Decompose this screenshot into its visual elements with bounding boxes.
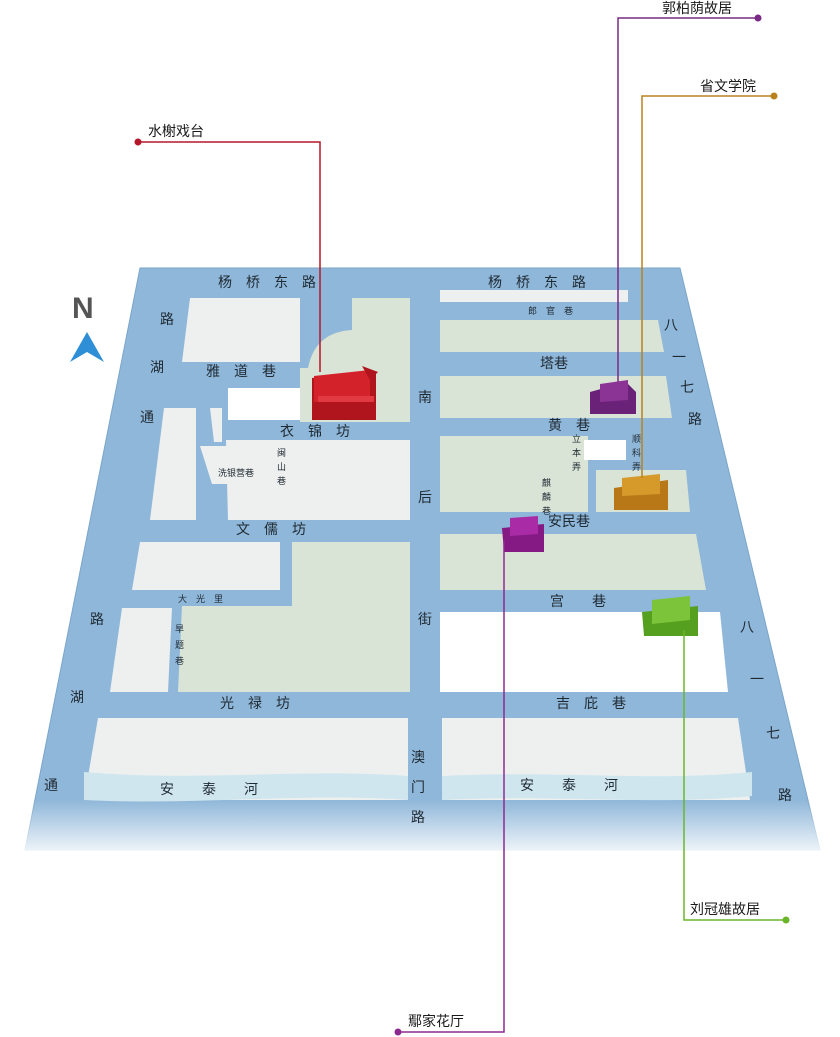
street-gong: 宫 巷 (550, 594, 606, 610)
street-xiyinying: 洗银营巷 (218, 467, 254, 479)
landmark-shuixie-building[interactable] (312, 366, 378, 420)
street-liben: 立 本 弄 (572, 433, 581, 473)
svg-text:湖: 湖 (150, 360, 164, 376)
callouts (134, 14, 790, 1036)
street-guanglu: 光 禄 坊 (220, 696, 290, 712)
street-labels: 杨 桥 东 路 杨 桥 东 路 郎 官 巷 塔巷 黄 巷 雅 道 巷 衣 锦 坊… (44, 275, 792, 826)
street-shunke: 顺 科 弄 (632, 434, 641, 473)
street-anmin: 安民巷 (548, 514, 590, 530)
landmark-guobaiyin-building[interactable] (590, 380, 636, 414)
svg-text:八: 八 (664, 318, 678, 334)
street-langguan: 郎 官 巷 (528, 305, 573, 317)
street-aomenlu: 澳 门 路 (411, 750, 425, 826)
svg-text:旱: 旱 (175, 624, 184, 635)
svg-text:巷: 巷 (277, 476, 286, 487)
svg-text:路: 路 (411, 810, 425, 826)
street-huang: 黄 巷 (548, 417, 590, 434)
svg-text:街: 街 (418, 612, 432, 628)
svg-text:七: 七 (680, 380, 694, 396)
street-jiangtai: 吉 庇 巷 (556, 696, 626, 712)
svg-text:顺: 顺 (632, 434, 641, 445)
compass-label: N (72, 292, 94, 325)
svg-text:闽: 闽 (277, 447, 286, 459)
street-yangqiao-east: 杨 桥 东 路 (488, 275, 586, 291)
label-guobaiyin-guju[interactable]: 郭柏荫故居 (662, 0, 732, 17)
svg-text:巷: 巷 (542, 506, 551, 517)
street-qilin: 麒 麟 巷 (542, 477, 551, 517)
svg-text:本: 本 (572, 447, 581, 459)
svg-text:路: 路 (778, 788, 792, 804)
svg-text:麒: 麒 (542, 477, 551, 489)
svg-text:门: 门 (411, 780, 425, 796)
street-hanti: 旱 题 巷 (175, 624, 184, 667)
svg-text:巷: 巷 (175, 656, 184, 667)
svg-text:路: 路 (90, 612, 104, 628)
street-yijin: 衣 锦 坊 (280, 423, 350, 440)
svg-text:弄: 弄 (632, 462, 641, 473)
street-nanhoujie: 南 后 街 (418, 390, 432, 628)
svg-text:湖: 湖 (70, 690, 84, 706)
svg-text:题: 题 (175, 640, 184, 651)
svg-text:路: 路 (160, 312, 174, 328)
svg-text:八: 八 (740, 620, 754, 636)
svg-text:一: 一 (672, 350, 686, 366)
street-bayiqi-road: 八 一 七 路 八 一 七 路 (664, 318, 792, 804)
svg-text:南: 南 (418, 390, 432, 406)
label-shuixie-xitai[interactable]: 水榭戏台 (148, 124, 204, 140)
north-arrow-icon (70, 332, 104, 362)
label-sheng-wenxueyuan[interactable]: 省文学院 (700, 79, 756, 95)
street-daguangli: 大 光 里 (178, 593, 223, 605)
svg-text:七: 七 (766, 726, 780, 742)
street-wenru: 文 儒 坊 (236, 522, 306, 538)
svg-text:一: 一 (750, 672, 764, 688)
street-minshan: 闽 山 巷 (277, 447, 286, 487)
label-yanjia-huating[interactable]: 鄢家花厅 (408, 1013, 464, 1030)
svg-text:弄: 弄 (572, 462, 581, 473)
landmark-shengwenxueyuan-building[interactable] (614, 474, 668, 510)
street-yadao: 雅 道 巷 (206, 364, 276, 380)
street-yangqiao-west: 杨 桥 东 路 (218, 275, 316, 291)
label-liuguanxiong-guju[interactable]: 刘冠雄故居 (690, 902, 760, 918)
svg-text:路: 路 (688, 412, 702, 428)
street-hutong-road: 路 湖 通 路 湖 通 (44, 312, 174, 794)
svg-text:山: 山 (277, 462, 286, 473)
north-compass: N (70, 292, 104, 362)
river-an-tai (84, 772, 408, 802)
landmark-yanjia-building[interactable] (502, 516, 544, 552)
svg-text:后: 后 (418, 490, 432, 506)
svg-text:通: 通 (140, 410, 154, 426)
svg-text:立: 立 (572, 433, 581, 445)
svg-text:麟: 麟 (542, 491, 551, 503)
river-label-west: 安 泰 河 (160, 782, 258, 798)
svg-text:通: 通 (44, 778, 58, 794)
svg-text:澳: 澳 (411, 750, 425, 766)
landmark-liuguanxiong-building[interactable] (642, 596, 698, 636)
river-label-east: 安 泰 河 (520, 778, 618, 794)
svg-text:科: 科 (632, 447, 641, 459)
street-ta: 塔巷 (540, 356, 568, 372)
